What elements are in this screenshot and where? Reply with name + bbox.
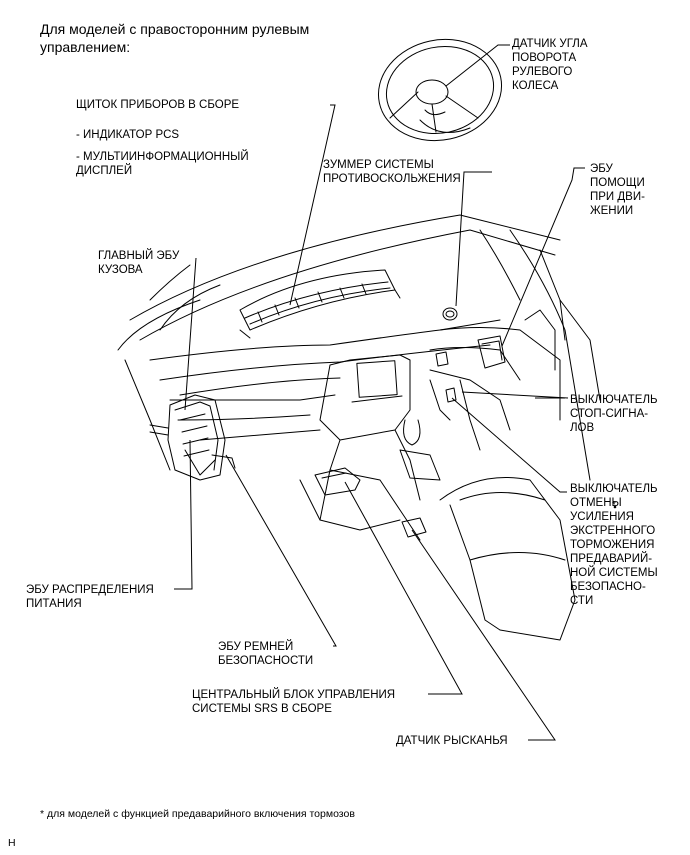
steering-wheel-drawing (377, 38, 503, 142)
label-steering-angle-1: ДАТЧИК УГЛА (512, 38, 588, 50)
footnote: * для моделей с функцией предаварийного … (40, 808, 355, 820)
label-srs-unit-1: ЦЕНТРАЛЬНЫЙ БЛОК УПРАВЛЕНИЯ (192, 689, 396, 701)
label-brake-cancel-7: НОЙ СИСТЕМЫ (570, 567, 658, 579)
corner-mark: H (8, 837, 16, 849)
label-seat-belt-ecu-2: БЕЗОПАСНОСТИ (218, 655, 314, 667)
label-seat-belt-ecu-1: ЭБУ РЕМНЕЙ (218, 641, 294, 653)
cabin-outline (117, 214, 601, 481)
yaw-rate-sensor-drawing (401, 517, 427, 538)
combination-meter-drawing (239, 269, 401, 339)
stop-light-switch-drawing (435, 351, 457, 403)
label-brake-cancel-9: СТИ (570, 595, 594, 607)
label-power-distribution-2: ПИТАНИЯ (26, 598, 82, 610)
label-brake-cancel-3: УСИЛЕНИЯ (570, 511, 634, 523)
label-brake-cancel-4: ЭКСТРЕННОГО (570, 525, 656, 537)
label-power-distribution-1: ЭБУ РАСПРЕДЕЛЕНИЯ (26, 584, 154, 596)
asterisk-dot (613, 505, 617, 509)
label-driving-support-1: ЭБУ (590, 163, 613, 175)
label-driving-support-4: ЖЕНИИ (590, 205, 634, 217)
label-steering-angle-3: РУЛЕВОГО (512, 66, 573, 78)
label-asterisk: * (612, 500, 616, 511)
label-stop-light-2: СТОП-СИГНА- (570, 408, 649, 420)
label-brake-cancel-8: БЕЗОПАСНО- (570, 581, 646, 593)
label-main-body-ecu-1: ГЛАВНЫЙ ЭБУ (98, 250, 180, 262)
label-stop-light-3: ЛОВ (570, 422, 595, 434)
label-multi-display-2: ДИСПЛЕЙ (76, 165, 133, 177)
label-driving-support-2: ПОМОЩИ (590, 177, 645, 189)
main-body-ecu-drawing (149, 394, 236, 481)
label-pcs-indicator: - ИНДИКАТОР PCS (76, 129, 180, 141)
label-yaw-rate-sensor: ДАТЧИК РЫСКАНЬЯ (396, 735, 508, 747)
leader-lines (174, 44, 585, 741)
label-driving-support-3: ПРИ ДВИ- (590, 191, 645, 203)
label-combination-meter: ЩИТОК ПРИБОРОВ В СБОРЕ (76, 99, 240, 111)
label-stop-light-1: ВЫКЛЮЧАТЕЛЬ (570, 394, 658, 406)
label-skid-buzzer-2: ПРОТИВОСКОЛЬЖЕНИЯ (323, 173, 461, 185)
label-steering-angle-2: ПОВОРОТА (512, 52, 577, 64)
dashboard-body (149, 319, 561, 521)
label-main-body-ecu-2: КУЗОВА (98, 264, 143, 276)
label-brake-cancel-1: ВЫКЛЮЧАТЕЛЬ (570, 483, 658, 495)
center-console (299, 469, 576, 641)
label-brake-cancel-6: ПРЕДАВАРИЙ- (570, 553, 653, 565)
label-steering-angle-4: КОЛЕСА (512, 80, 559, 92)
buzzer-drawing (442, 307, 458, 321)
header-line-2: управлением: (40, 39, 131, 55)
label-brake-cancel-2: ОТМЕНЫ (570, 497, 622, 509)
label-srs-unit-2: СИСТЕМЫ SRS В СБОРЕ (192, 703, 332, 715)
label-multi-display-1: - МУЛЬТИИНФОРМАЦИОННЫЙ (76, 151, 249, 163)
header-line-1: Для моделей с правосторонним рулевым (40, 21, 310, 37)
label-skid-buzzer-1: ЗУММЕР СИСТЕМЫ (323, 159, 434, 171)
seat-belt-ecu-drawing (314, 467, 361, 496)
driving-support-ecu-drawing (477, 335, 506, 369)
label-brake-cancel-5: ТОРМОЖЕНИЯ (570, 539, 655, 551)
